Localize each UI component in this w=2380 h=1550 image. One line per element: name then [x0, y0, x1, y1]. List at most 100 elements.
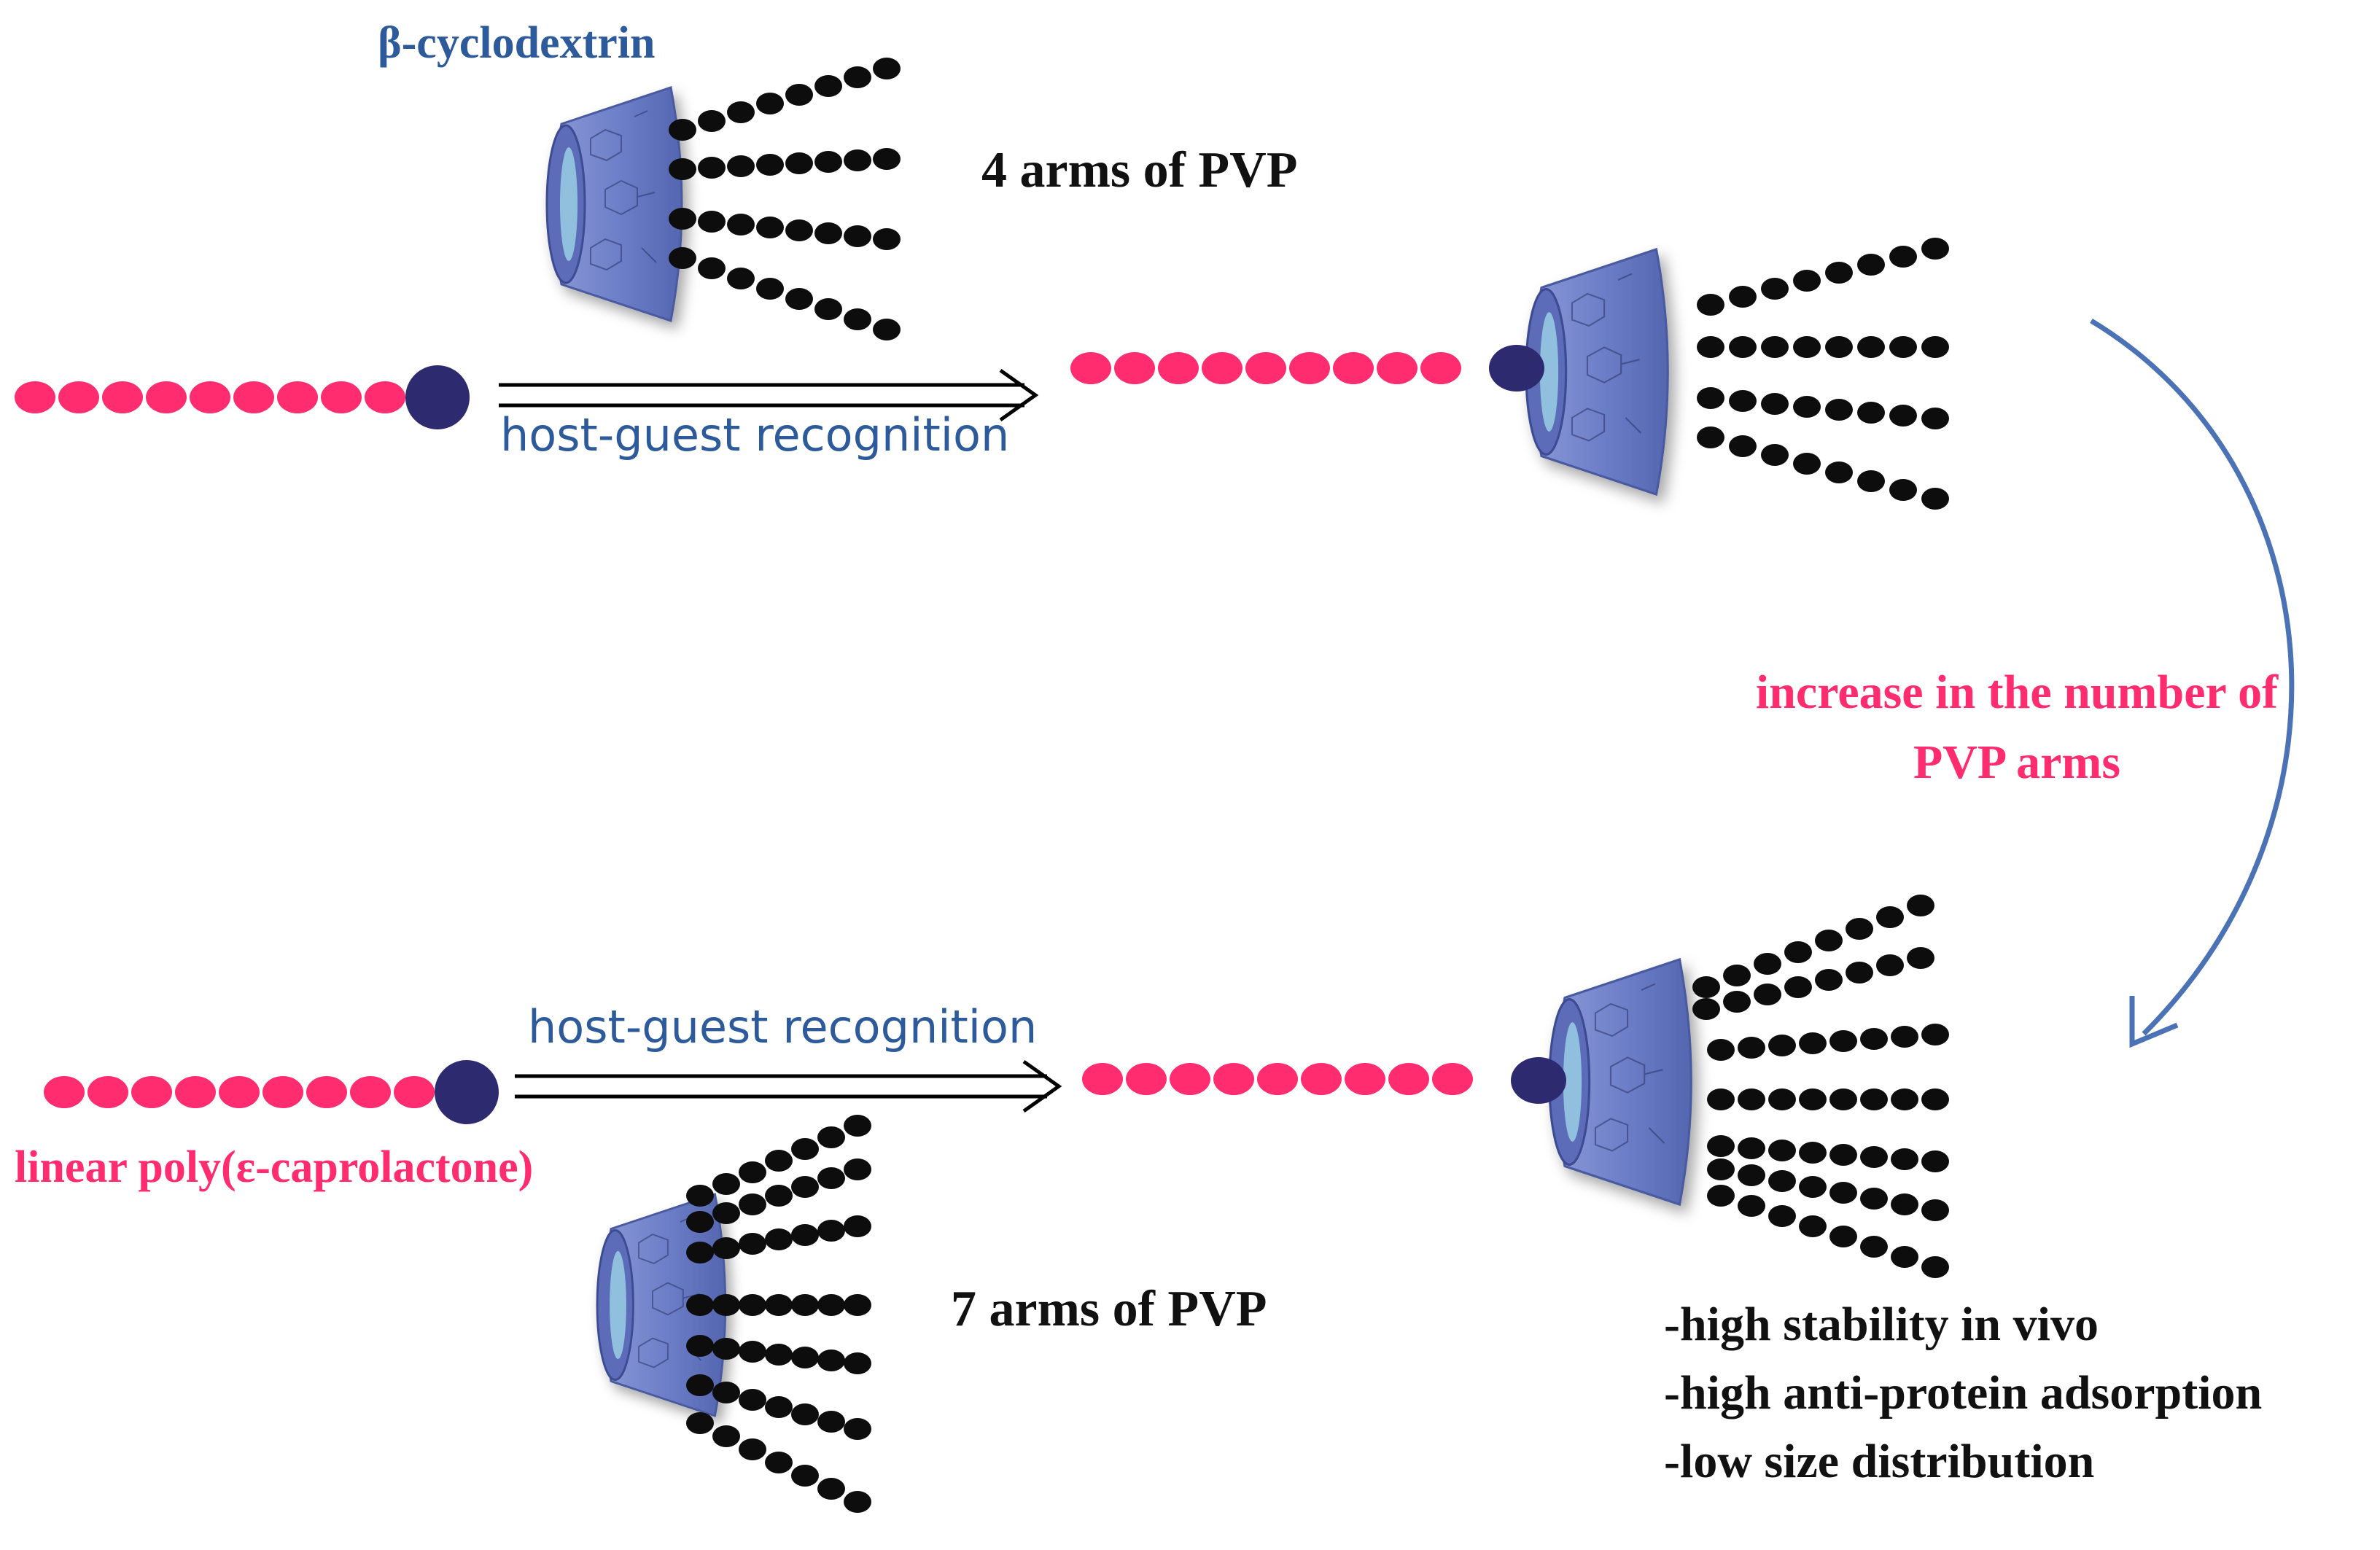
pvp-bead	[1860, 1236, 1888, 1258]
linear-pcl-label: linear poly(ε-caprolactone)	[15, 1142, 534, 1192]
pvp-bead	[739, 1389, 766, 1411]
pvp-bead	[791, 1176, 819, 1198]
pvp-bead	[1799, 1032, 1827, 1054]
pcl-bead	[233, 381, 274, 413]
pvp-bead	[765, 1452, 793, 1473]
cyclodextrin-structure	[638, 1215, 702, 1368]
pvp-bead	[739, 1438, 766, 1460]
pcl-bead	[1245, 352, 1286, 384]
pvp-bead	[739, 1193, 766, 1215]
pcl-bead	[1289, 352, 1330, 384]
pcl-bead	[277, 381, 318, 413]
pvp-bead	[1857, 336, 1885, 358]
pvp-bead	[1799, 1215, 1827, 1237]
pcl-bead	[58, 381, 99, 413]
pvp-bead	[1784, 941, 1812, 963]
property-item: -high stability in vivo	[1664, 1298, 2099, 1351]
pvp-bead	[814, 151, 842, 173]
end-group-bead	[1511, 1057, 1566, 1104]
pvp-bead	[785, 219, 813, 241]
pvp-bead	[814, 298, 842, 320]
pvp-bead	[844, 149, 871, 171]
pcl-bead	[1257, 1063, 1298, 1095]
cyclodextrin-7-arms-free	[596, 1115, 871, 1513]
pvp-bead	[1754, 984, 1781, 1005]
pvp-bead	[698, 257, 726, 279]
pvp-bead	[712, 1338, 740, 1360]
pvp-bead	[739, 1341, 766, 1363]
pvp-bead	[712, 1425, 740, 1447]
pvp-bead	[1754, 953, 1781, 975]
pvp-bead	[844, 1491, 871, 1513]
pvp-bead	[1825, 336, 1853, 358]
pcl-bead	[1333, 352, 1374, 384]
pcl-bead	[321, 381, 362, 413]
pcl-bead	[175, 1076, 216, 1108]
pvp-bead	[712, 1202, 740, 1224]
pvp-bead	[1729, 336, 1757, 358]
pvp-bead	[1768, 1088, 1796, 1110]
pvp-bead	[686, 1412, 714, 1434]
property-item: -high anti-protein adsorption	[1664, 1366, 2263, 1419]
pvp-bead	[785, 288, 813, 310]
pvp-bead	[873, 148, 901, 170]
pvp-bead	[1738, 1037, 1765, 1059]
pvp-bead	[1857, 402, 1885, 424]
pvp-bead	[1889, 479, 1917, 501]
pvp-bead	[756, 154, 784, 176]
pcl-bead	[1082, 1063, 1123, 1095]
pvp-bead	[1846, 918, 1873, 940]
pvp-bead	[1768, 1140, 1796, 1161]
pvp-bead	[1907, 947, 1934, 969]
pvp-bead	[1860, 1188, 1888, 1210]
pvp-bead	[765, 1396, 793, 1418]
pvp-bead	[1707, 1135, 1735, 1157]
pcl-bead	[219, 1076, 260, 1108]
pvp-bead	[712, 1382, 740, 1403]
reaction-arrow-bottom	[515, 1059, 1062, 1113]
cyclodextrin-cone	[1525, 247, 1669, 496]
pvp-bead	[873, 228, 901, 250]
pvp-bead	[817, 1167, 845, 1189]
pvp-bead	[698, 157, 726, 179]
pcl-bead	[365, 381, 405, 413]
pvp-bead	[1889, 405, 1917, 427]
seven-arms-label: 7 arms of PVP	[951, 1281, 1267, 1337]
pvp-bead	[1921, 1256, 1949, 1278]
pvp-bead	[1846, 962, 1873, 984]
linear-pcl-chain-top	[15, 365, 470, 429]
pvp-bead	[1891, 1026, 1918, 1048]
pvp-bead	[712, 1294, 740, 1316]
pvp-bead	[1829, 1030, 1857, 1052]
pcl-bead	[102, 381, 143, 413]
pcl-bead	[1170, 1063, 1210, 1095]
pvp-bead	[1891, 1148, 1918, 1170]
pvp-bead	[1692, 998, 1720, 1020]
pvp-bead	[817, 1220, 845, 1242]
pcl-bead	[262, 1076, 303, 1108]
pvp-bead	[1697, 336, 1724, 358]
cyclodextrin-structure	[1594, 983, 1665, 1152]
pvp-bead	[1815, 969, 1843, 991]
pvp-bead	[765, 1228, 793, 1250]
pcl-bead	[88, 1076, 128, 1108]
pvp-bead	[686, 1211, 714, 1233]
pvp-bead	[669, 119, 696, 141]
pvp-bead	[1907, 895, 1934, 916]
pvp-bead	[1876, 954, 1904, 976]
pvp-bead	[1723, 991, 1751, 1013]
pvp-bead	[1738, 1164, 1765, 1186]
pvp-bead	[791, 1294, 819, 1316]
pvp-bead	[1860, 1146, 1888, 1168]
pvp-bead	[1860, 1088, 1888, 1110]
pvp-bead	[1825, 262, 1853, 284]
pvp-bead	[1761, 393, 1789, 415]
pvp-bead	[1793, 336, 1821, 358]
pvp-bead	[669, 208, 696, 230]
end-group-bead	[1489, 345, 1544, 392]
pvp-bead	[686, 1185, 714, 1207]
pvp-bead	[1921, 238, 1949, 260]
pvp-bead	[727, 101, 755, 123]
pvp-bead	[1707, 1158, 1735, 1180]
